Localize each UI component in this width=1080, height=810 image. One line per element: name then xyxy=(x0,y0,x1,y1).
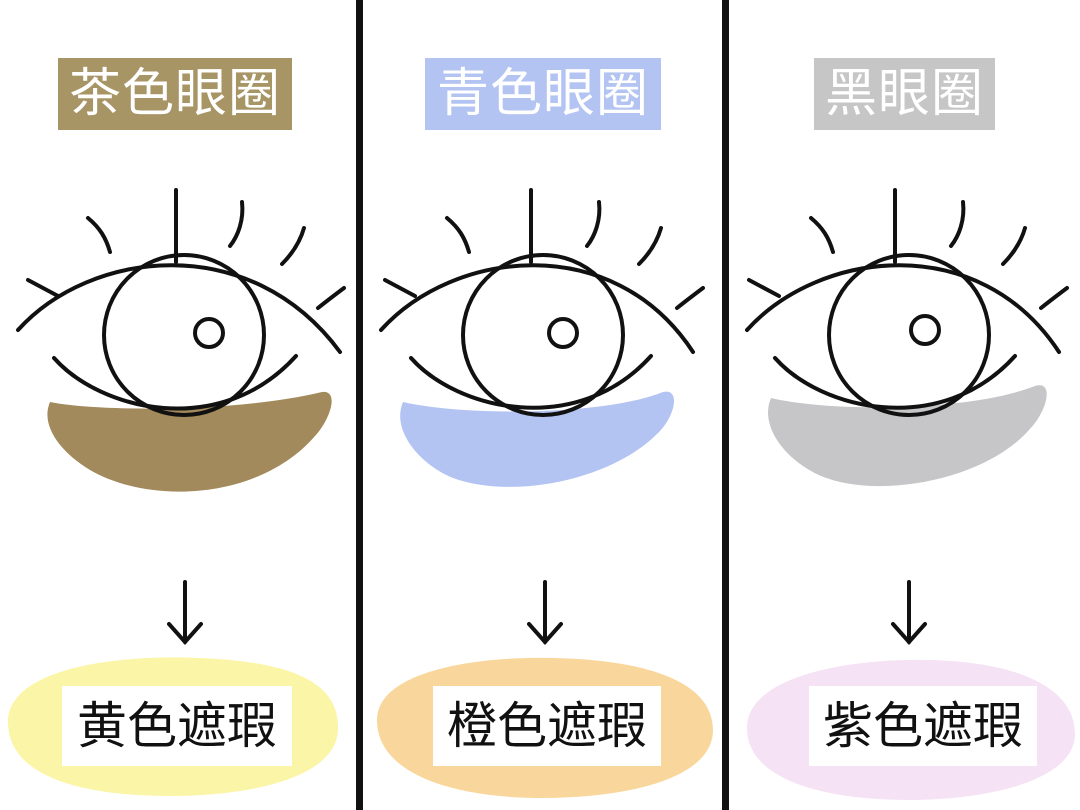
under-eye-shadow xyxy=(47,391,332,492)
eye-icon xyxy=(16,188,346,492)
arrow-down-icon xyxy=(527,580,563,646)
panel-black: 黑眼圈 紫色遮瑕 xyxy=(729,0,1080,810)
arrow-down-icon xyxy=(167,580,203,646)
panel-title: 茶色眼圈 xyxy=(58,58,292,130)
panel-title: 黑眼圈 xyxy=(814,58,995,130)
under-eye-shadow xyxy=(768,385,1047,487)
concealer-label: 橙色遮瑕 xyxy=(433,686,661,766)
eye-icon xyxy=(745,188,1069,487)
divider-left xyxy=(356,0,363,810)
divider-right xyxy=(722,0,729,810)
concealer-label: 黄色遮瑕 xyxy=(62,686,292,766)
arrow-down-icon xyxy=(891,580,927,646)
panel-brown: 茶色眼圈 黄色遮瑕 xyxy=(0,0,356,810)
eye-icon xyxy=(379,188,705,487)
panel-title: 青色眼圈 xyxy=(425,58,661,130)
under-eye-shadow xyxy=(400,391,675,487)
panel-blue: 青色眼圈 橙色遮瑕 xyxy=(363,0,722,810)
concealer-label: 紫色遮瑕 xyxy=(809,686,1037,766)
